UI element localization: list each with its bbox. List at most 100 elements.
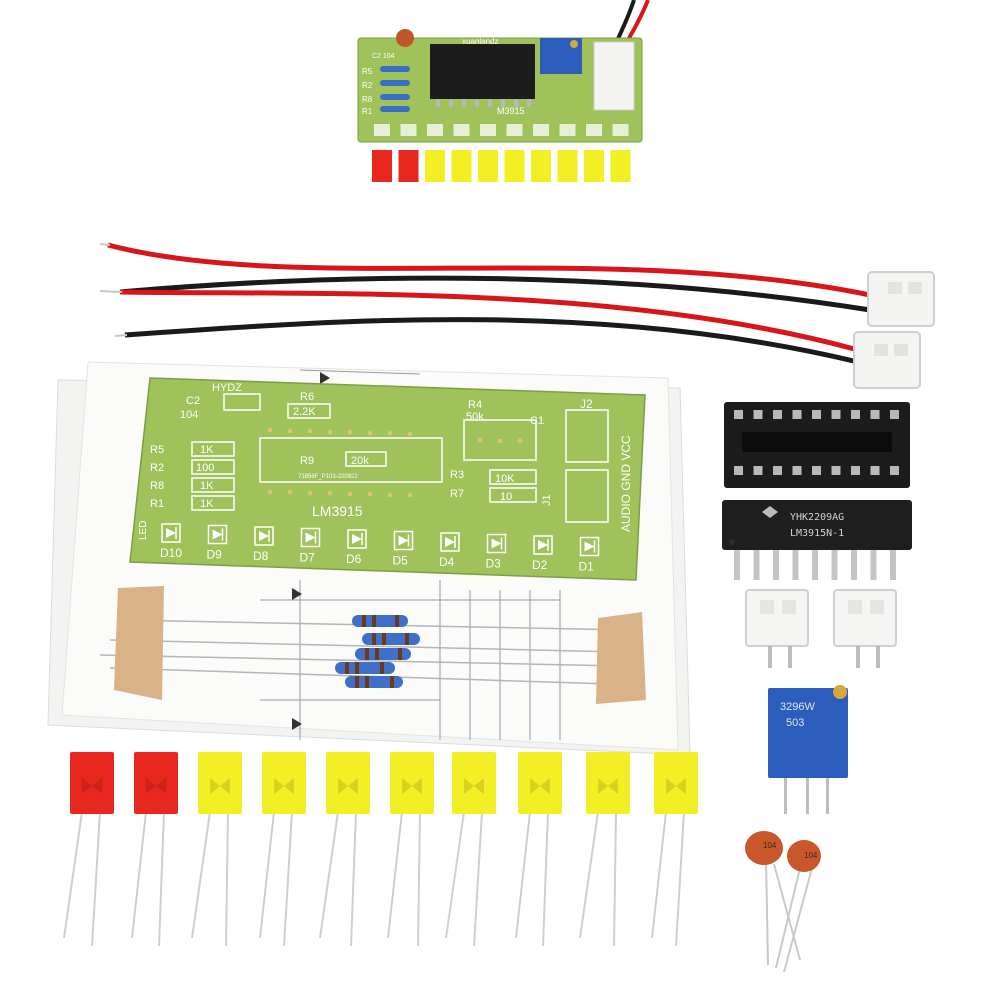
resistor-bodies: [335, 615, 420, 688]
assembled-led: [398, 150, 419, 182]
yellow-led: [191, 752, 242, 947]
assembled-resistor-label-3: R1: [362, 107, 373, 116]
pcb-led-label: D7: [300, 551, 316, 565]
socket-contact: [851, 466, 860, 475]
assembled-led: [557, 150, 578, 182]
assembled-led: [372, 150, 392, 182]
ceramic-capacitor-1: [745, 831, 783, 865]
pcb-connector-text: AUDIO GND VCC: [619, 435, 633, 532]
pcb-led-pad: [161, 523, 181, 543]
pcb-led-pad: [300, 527, 321, 548]
pcb-label-j1: J1: [541, 494, 553, 506]
pcb-led-label: D1: [579, 560, 595, 574]
pcb-resistor-label-1: R2: [150, 462, 164, 474]
assembled-led: [504, 150, 525, 182]
socket-contact: [812, 410, 821, 419]
socket-contact: [753, 410, 763, 419]
pcb-value-r4: 50k: [466, 411, 484, 423]
ic-socket: [724, 402, 910, 488]
socket-contact: [831, 410, 841, 419]
pcb-label-r6: R6: [300, 391, 314, 403]
assembled-brand-text: xuanlandz: [462, 37, 498, 46]
socket-contact: [753, 466, 763, 475]
harness-connector-bottom: [853, 331, 921, 389]
pcb-led-pad: [533, 535, 553, 555]
pcb-value-r6: 2.2K: [293, 406, 316, 418]
pcb-resistor-label-3: R1: [150, 498, 164, 510]
yellow-led: [515, 752, 562, 947]
ic-pin: [890, 550, 896, 580]
socket-contact: [734, 410, 743, 419]
pcb-label-r9: R9: [300, 455, 314, 467]
trimmer-potentiometer: 3296W 503: [768, 685, 848, 814]
yellow-led: [445, 752, 496, 947]
pcb-resistor-value-1: 100: [196, 462, 214, 474]
yellow-led: [387, 752, 434, 947]
assembled-board: M3915 xuanlandz C2 104 R5 R2 R8 R1: [357, 0, 650, 182]
pcb-label-r7: R7: [450, 488, 464, 500]
pcb-label-c2: C2: [186, 395, 200, 407]
assembled-led: [531, 150, 551, 182]
assembled-connector: [593, 41, 635, 111]
pcb-led-pad: [347, 529, 367, 549]
ceramic-capacitor-2: [787, 840, 821, 872]
pcb-label-c1: C1: [530, 415, 544, 427]
ic-pin: [734, 550, 740, 580]
socket-contact: [890, 466, 899, 475]
ic-chip: YHK2209AG LM3915N-1: [722, 500, 912, 580]
pcb-led-label: D5: [393, 554, 409, 568]
assembled-resistor-label-1: R2: [362, 81, 373, 90]
assembled-resistors: [380, 66, 410, 112]
pcb-value-c2: 104: [180, 409, 198, 421]
pcb-resistor-label-0: R5: [150, 444, 164, 456]
pcb-led-pad: [393, 530, 414, 551]
pcb-value-r9: 20k: [351, 455, 369, 467]
pcb-chip-name: LM3915: [312, 503, 363, 519]
pcb-led-pad: [440, 532, 460, 552]
socket-contact: [870, 466, 880, 475]
pcb-led-row-label: LED: [138, 521, 149, 540]
wire-harness: [99, 242, 935, 389]
pcb-label-r3: R3: [450, 469, 464, 481]
pcb-value-r7: 10: [500, 491, 512, 503]
trimmer-marking-line2: 503: [786, 717, 804, 729]
ic-marking-line1: YHK2209AG: [790, 512, 844, 523]
ic-marking-line2: LM3915N-1: [790, 528, 844, 539]
ceramic-capacitors: 104 104: [745, 831, 821, 973]
red-led: [63, 752, 114, 947]
pcb-label-r4: R4: [468, 399, 482, 411]
assembled-cap-label: C2 104: [372, 53, 395, 60]
bare-pcb: HYDZ R6 R4 C1 J2 C2 104 2.2K 50k R9 20k …: [129, 377, 646, 581]
socket-contact: [792, 466, 802, 475]
pcb-led-label: D10: [160, 546, 182, 560]
resistor-tape-strip: [99, 586, 646, 704]
socket-contact: [870, 410, 880, 419]
assembled-ic: [430, 44, 535, 99]
assembled-led-row: [372, 124, 631, 182]
pcb-value-r3: 10K: [495, 473, 515, 485]
assembled-capacitor: [396, 29, 414, 47]
loose-leds: [63, 752, 698, 947]
pcb-date-code: 71856F_P103-220922: [298, 474, 358, 480]
pcb-resistor-value-3: 1K: [200, 498, 214, 510]
ic-pin: [792, 550, 799, 580]
loose-connector-right: [833, 589, 897, 668]
pcb-label-hydz: HYDZ: [212, 382, 242, 394]
pcb-led-pad: [579, 536, 600, 557]
pcb-led-label: D4: [439, 555, 455, 569]
socket-contact: [773, 410, 782, 419]
socket-contact: [890, 410, 899, 419]
socket-contact: [812, 466, 821, 475]
socket-contact: [831, 466, 841, 475]
red-led: [131, 752, 178, 947]
assembled-led: [451, 150, 472, 182]
ic-pin: [812, 550, 818, 580]
socket-contact: [734, 466, 743, 475]
assembled-resistor-label-0: R5: [362, 67, 373, 76]
pcb-resistor-value-2: 1K: [200, 480, 214, 492]
pcb-led-pad: [207, 524, 228, 545]
pcb-led-label: D2: [532, 558, 548, 572]
ic-pin: [773, 550, 779, 580]
yellow-led: [319, 752, 370, 947]
